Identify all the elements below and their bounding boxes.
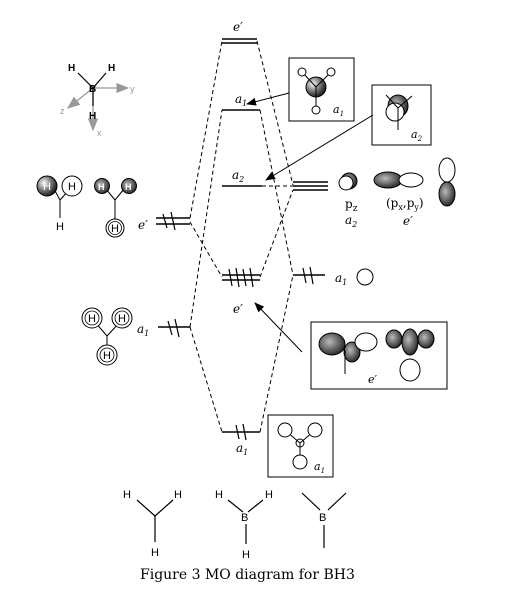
- mo-a2-label: a2: [232, 168, 244, 184]
- mo-top-e-label: e′: [233, 20, 243, 34]
- inset-e-label: e′: [368, 373, 378, 386]
- pz-label: pz: [345, 197, 358, 214]
- struct2-h1: H: [215, 489, 223, 501]
- salc-a1-label: a1: [137, 322, 149, 338]
- inset-e: e′: [310, 321, 448, 390]
- salc-a1-h1: H: [88, 313, 96, 325]
- mo-bottom-a1-label: a1: [236, 441, 248, 457]
- correlation-lines: [189, 40, 294, 433]
- struct3-b: B: [319, 512, 326, 524]
- boron-ao-levels: pz a2 (px,py) e′ a1: [293, 157, 456, 287]
- inset-a2: a2: [371, 84, 432, 146]
- struct2-h3: H: [242, 549, 250, 561]
- mo-e-label: e′: [233, 302, 243, 316]
- bottom-structures: H H H H H B H B: [123, 489, 347, 561]
- mo-a1-label: a1: [235, 92, 247, 108]
- inset-a1-bottom-label: a1: [314, 460, 325, 475]
- figure-caption: Figure 3 MO diagram for BH3: [140, 567, 355, 583]
- pxy-label: (px,py): [386, 196, 424, 212]
- struct1-h2: H: [174, 489, 182, 501]
- left-a1-salc: H H H a1: [81, 307, 190, 366]
- mo-levels: e′ a1 a2 e′ a1: [222, 20, 262, 457]
- salc-e2-h1: H: [98, 182, 105, 192]
- axes-h2: H: [108, 63, 115, 74]
- axis-z-label: z: [60, 106, 65, 116]
- salc-e1-h3: H: [56, 221, 64, 233]
- axis-x-label: x: [97, 128, 102, 138]
- struct1-h1: H: [123, 489, 131, 501]
- salc-e1-h1: H: [43, 181, 51, 193]
- inset-a1-top: a1: [288, 57, 355, 122]
- salc-e1-h2: H: [68, 181, 76, 193]
- left-e-salc: H H H H H H e′: [36, 175, 190, 238]
- salc-e-label: e′: [138, 218, 148, 232]
- struct2-b: B: [241, 512, 248, 524]
- salc-e2-h2: H: [125, 182, 132, 192]
- struct2-h2: H: [265, 489, 273, 501]
- axes-h3: H: [89, 111, 96, 122]
- salc-e2-h3: H: [111, 223, 119, 235]
- axis-y-label: y: [130, 84, 135, 94]
- salc-a1-h2: H: [118, 313, 126, 325]
- a2-label: a2: [345, 213, 357, 229]
- struct1-h3: H: [151, 547, 159, 559]
- s-a1-label: a1: [335, 271, 347, 287]
- salc-a1-h3: H: [103, 350, 111, 362]
- axes-h1: H: [68, 63, 75, 74]
- pxy-e-label: e′: [403, 214, 413, 228]
- inset-a1-bottom: a1: [267, 414, 334, 478]
- axes-molecule: H B H H y z x: [60, 63, 135, 138]
- inset-a1-top-label: a1: [333, 103, 344, 118]
- axes-b: B: [89, 84, 96, 95]
- inset-a2-label: a2: [411, 128, 423, 143]
